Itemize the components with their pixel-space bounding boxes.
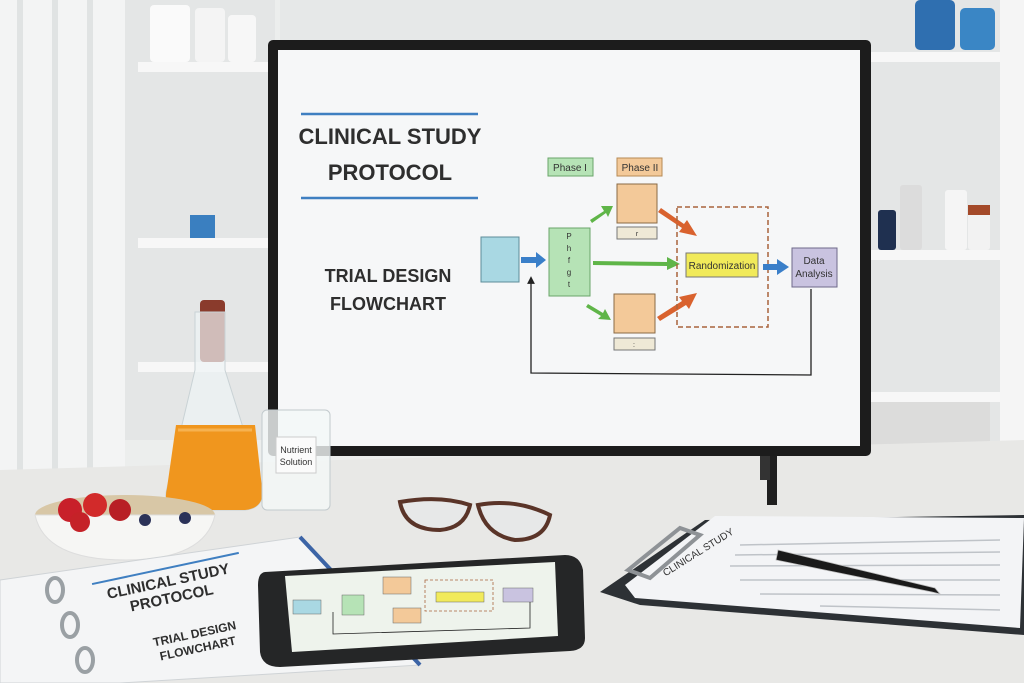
phase-letter: f: [568, 256, 571, 265]
start-box: [480, 236, 520, 283]
phase2-upper-label-box: [616, 226, 658, 240]
slide-title: CLINICAL STUDY: [299, 124, 482, 149]
svg-text:Data: Data: [803, 256, 825, 267]
tablet: [258, 555, 585, 667]
blue-arrow-start: [521, 252, 546, 268]
green-arrow-middle: [593, 257, 680, 270]
phase2-lower-label-box: [613, 337, 656, 351]
phase-letter: t: [568, 280, 571, 289]
feedback-loop-arrow: [527, 276, 812, 376]
fruit-bowl: [34, 493, 216, 561]
svg-text:r: r: [636, 231, 639, 238]
phase-letter: g: [567, 268, 571, 277]
svg-text:t: t: [568, 280, 571, 289]
green-arrow-down: [586, 304, 611, 320]
svg-text:Phase I: Phase I: [553, 163, 587, 174]
data-analysis-line1: Data: [803, 256, 825, 267]
svg-text:P: P: [566, 232, 571, 241]
monitor: CLINICAL STUDY PROTOCOL TRIAL DESIGN FLO…: [268, 40, 871, 456]
svg-text:FLOWCHART: FLOWCHART: [330, 294, 446, 314]
svg-text:Solution: Solution: [280, 457, 313, 467]
svg-text:Randomization: Randomization: [689, 261, 756, 272]
clipboard: CLINICAL STUDY: [600, 515, 1024, 635]
svg-text:TRIAL DESIGN: TRIAL DESIGN: [325, 266, 452, 286]
lower-label: :: [633, 342, 635, 349]
phase2-lower-box: [613, 293, 656, 334]
beaker-label-line1: Nutrient: [280, 445, 312, 455]
beaker: Nutrient Solution: [261, 409, 331, 511]
phase1-label: Phase I: [553, 163, 587, 174]
data-analysis-line2: Analysis: [795, 269, 832, 280]
trial-design-flowchart: Phase I Phase II P h f g t r :: [480, 157, 838, 376]
clipboard-clip: [623, 525, 704, 581]
randomization-box: [685, 252, 759, 278]
green-arrow-up: [590, 206, 613, 223]
top-shelf-items: [280, 0, 860, 40]
svg-text:PROTOCOL: PROTOCOL: [328, 160, 452, 185]
svg-text::: :: [633, 342, 635, 349]
upper-label: r: [636, 231, 639, 238]
pen[interactable]: [775, 549, 942, 595]
right-shelf-unit: [860, 0, 1024, 460]
svg-text:g: g: [567, 268, 571, 277]
data-analysis-box: [791, 247, 838, 288]
phase2-upper-box: [616, 183, 658, 224]
blue-arrow-analysis: [763, 259, 789, 275]
slide-subtitle-line1: TRIAL DESIGN: [325, 266, 452, 286]
beaker-label-line2: Solution: [280, 457, 313, 467]
slide-subtitle-line2: FLOWCHART: [330, 294, 446, 314]
orange-arrow-down: [658, 208, 697, 236]
phase-letter: h: [567, 244, 571, 253]
slide-title-line1: CLINICAL STUDY: [299, 124, 482, 149]
phase2-label: Phase II: [622, 163, 659, 174]
phase1-box: [548, 227, 591, 297]
randomization-label: Randomization: [689, 261, 756, 272]
svg-text:Nutrient: Nutrient: [280, 445, 312, 455]
erlenmeyer-flask: [165, 311, 263, 511]
svg-text:Phase II: Phase II: [622, 163, 659, 174]
curtain-folds: [17, 0, 93, 470]
svg-text:h: h: [567, 244, 571, 253]
phase-letter: P: [566, 232, 571, 241]
svg-text:Analysis: Analysis: [795, 269, 832, 280]
phase2-header: [616, 157, 663, 177]
randomization-group-dashed: [676, 206, 769, 328]
svg-text:f: f: [568, 256, 571, 265]
eyeglasses: [397, 497, 553, 543]
slide-title-line2: PROTOCOL: [328, 160, 452, 185]
phase1-header: [547, 157, 594, 177]
